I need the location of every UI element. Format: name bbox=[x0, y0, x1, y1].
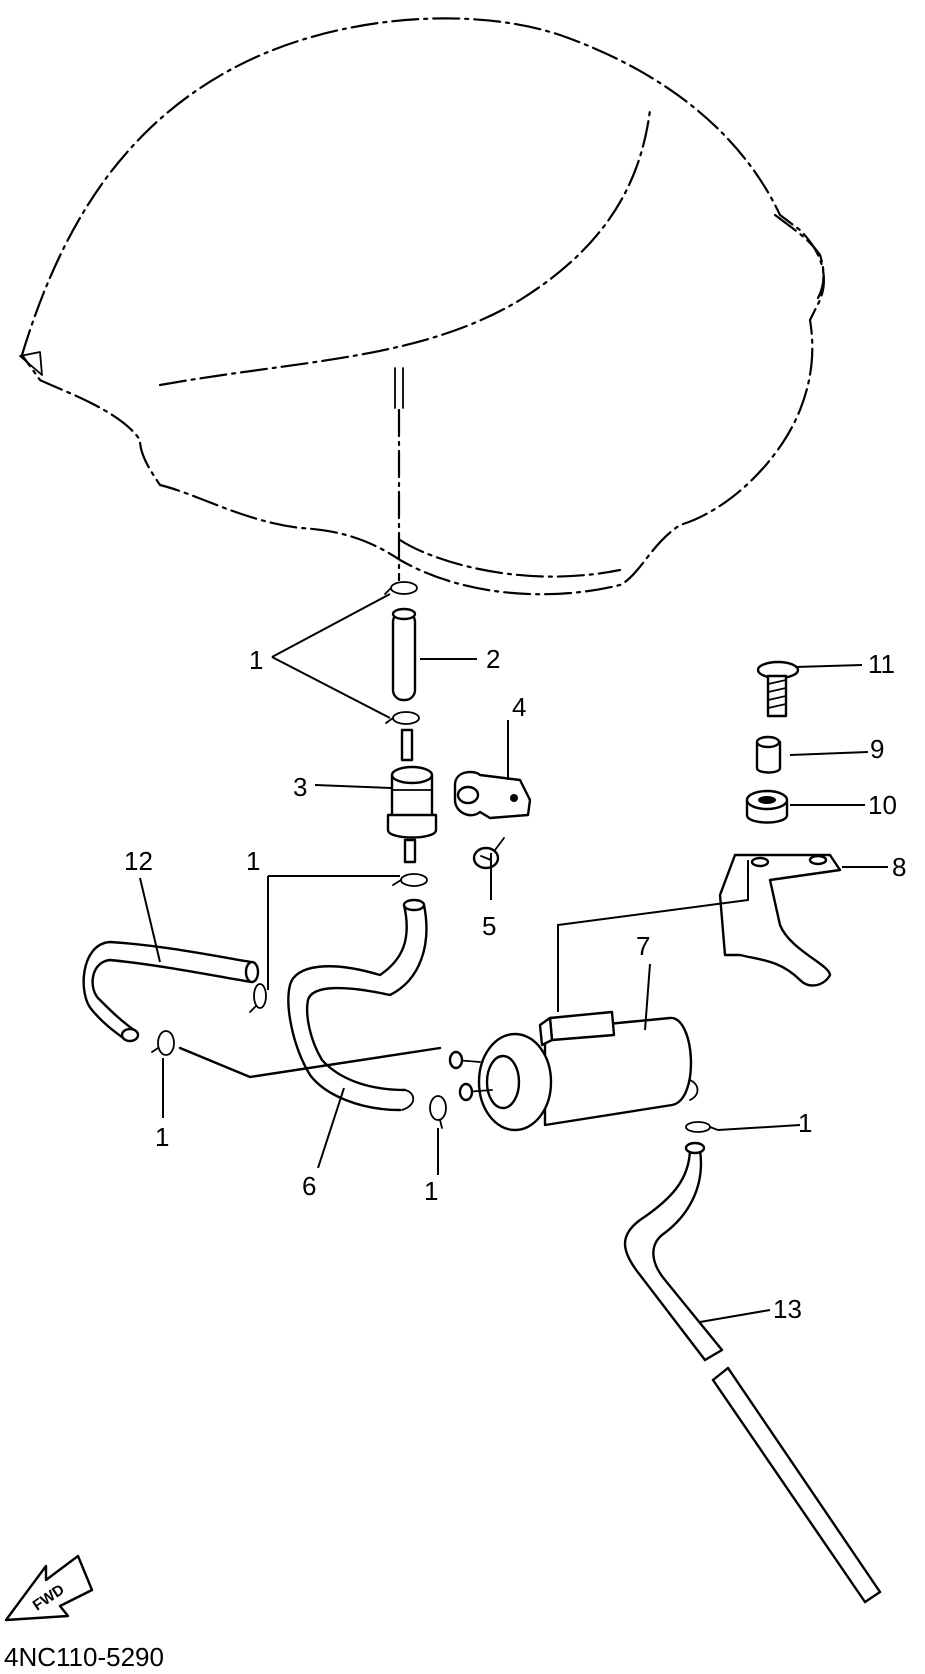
forward-arrow-icon: FWD bbox=[4, 1554, 94, 1622]
grommet-10 bbox=[745, 789, 789, 824]
fuel-tank-outline bbox=[19, 17, 825, 596]
callout-8: 8 bbox=[892, 852, 906, 882]
callout-1a: 1 bbox=[249, 645, 263, 675]
callout-11: 11 bbox=[868, 649, 895, 679]
callout-5: 5 bbox=[482, 911, 496, 941]
hose-clip-6 bbox=[429, 1095, 447, 1129]
breather-line bbox=[178, 1046, 442, 1079]
bracket-8 bbox=[718, 853, 842, 987]
callout-7: 7 bbox=[636, 931, 650, 961]
hose-12 bbox=[82, 940, 260, 1043]
clamp-4 bbox=[453, 770, 532, 820]
hose-clip-12-left bbox=[151, 1030, 175, 1056]
callout-4: 4 bbox=[512, 692, 526, 722]
hose-6 bbox=[287, 898, 428, 1112]
diagram-code: 4NC110-5290 bbox=[4, 1642, 164, 1672]
hose-2 bbox=[391, 607, 417, 702]
callout-3: 3 bbox=[293, 772, 307, 802]
hose-clip-filter bbox=[392, 873, 428, 887]
fuel-filter-3 bbox=[386, 728, 438, 864]
mount-line bbox=[557, 860, 749, 1012]
callout-13: 13 bbox=[773, 1294, 802, 1324]
callout-1c: 1 bbox=[155, 1122, 169, 1152]
callout-1b: 1 bbox=[246, 846, 260, 876]
hose-clip-canister bbox=[685, 1121, 719, 1133]
callouts: 1 2 3 4 5 1 12 1 6 1 7 1 8 9 10 11 13 bbox=[124, 644, 906, 1324]
callout-2: 2 bbox=[486, 644, 500, 674]
callout-12: 12 bbox=[124, 846, 153, 876]
hose-clip-12-right bbox=[249, 983, 267, 1013]
callout-6: 6 bbox=[302, 1171, 316, 1201]
callout-1d: 1 bbox=[424, 1176, 438, 1206]
canister-7 bbox=[448, 1010, 699, 1132]
hose-clip-mid bbox=[385, 711, 420, 725]
bolt-11 bbox=[756, 660, 800, 718]
callout-9: 9 bbox=[870, 734, 884, 764]
screw-5 bbox=[472, 837, 505, 870]
callout-10: 10 bbox=[868, 790, 897, 820]
hose-13 bbox=[623, 1141, 882, 1604]
collar-9 bbox=[755, 735, 782, 774]
hose-clip-top bbox=[384, 581, 418, 595]
leader-lines bbox=[139, 593, 888, 1323]
callout-1e: 1 bbox=[798, 1108, 812, 1138]
